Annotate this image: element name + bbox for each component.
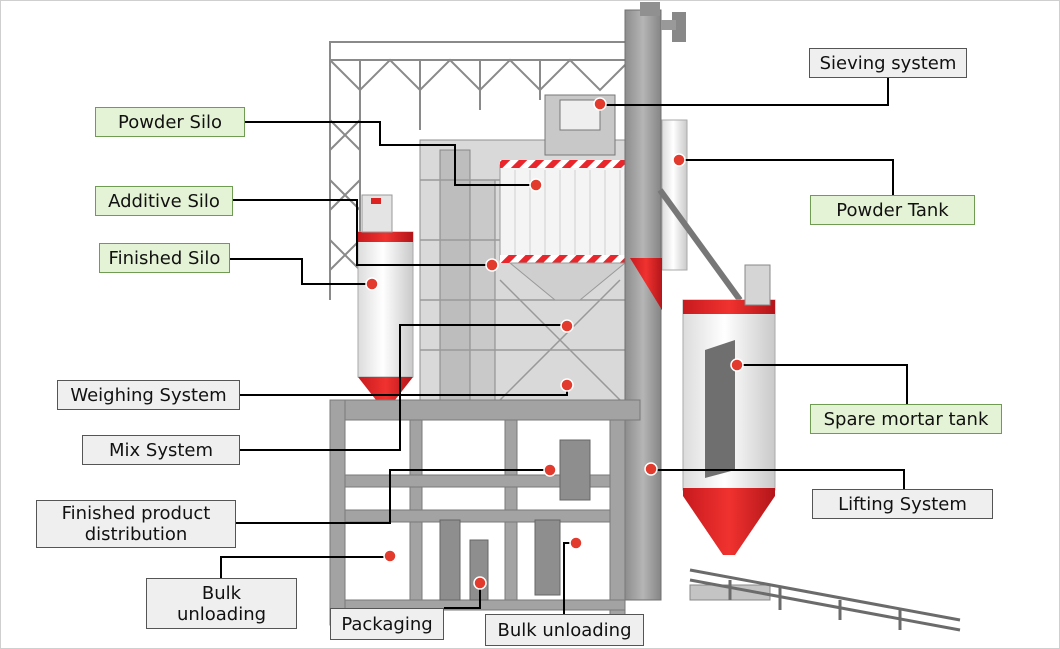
label-packaging: Packaging xyxy=(330,608,444,640)
label-bulk-unloading-left: Bulk unloading xyxy=(146,578,297,629)
label-powder-silo: Powder Silo xyxy=(95,107,245,137)
lifting-tower xyxy=(624,2,686,601)
spare-mortar-tank-body xyxy=(682,264,776,601)
finished-silo-body xyxy=(357,194,414,400)
label-lifting-system: Lifting System xyxy=(812,489,993,519)
label-additive-silo: Additive Silo xyxy=(95,186,233,216)
central-structure xyxy=(419,94,641,401)
base-platform xyxy=(329,399,641,626)
label-spare-mortar-tank: Spare mortar tank xyxy=(810,404,1002,434)
label-finished-product-distribution: Finished product distribution xyxy=(36,500,236,548)
label-finished-silo: Finished Silo xyxy=(99,243,230,273)
label-weighing-system: Weighing System xyxy=(57,380,240,410)
label-bulk-unloading-bottom: Bulk unloading xyxy=(485,614,644,646)
label-sieving-system: Sieving system xyxy=(809,48,967,78)
conveyor xyxy=(689,568,961,632)
powder-silo-body xyxy=(499,160,636,301)
marker-dots xyxy=(365,97,744,590)
label-mix-system: Mix System xyxy=(82,435,240,465)
powder-tank-body xyxy=(630,119,743,310)
label-powder-tank: Powder Tank xyxy=(810,195,975,225)
